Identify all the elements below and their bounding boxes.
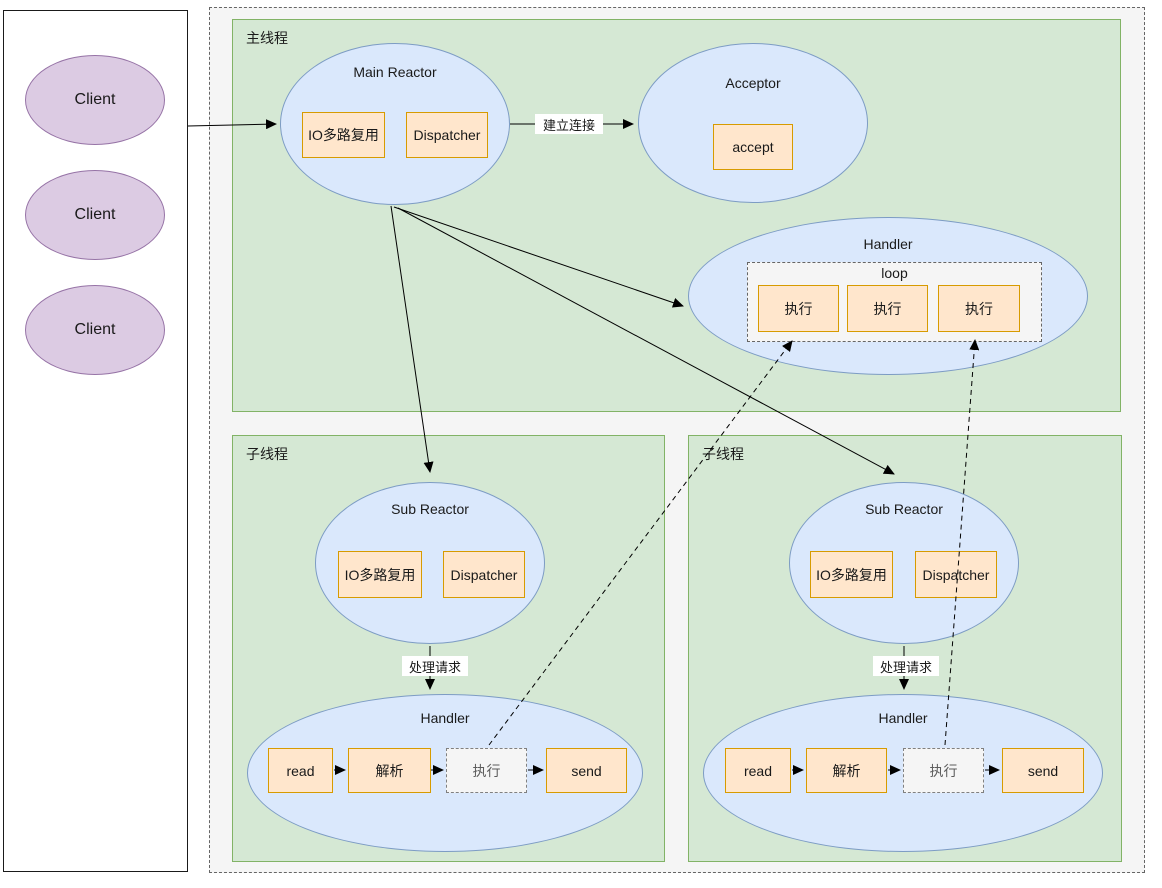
sub-thread-right-label: 子线程 — [702, 446, 744, 462]
sub-handler-right-title: Handler — [878, 710, 928, 726]
main-reactor-io-multiplex-box: IO多路复用 — [302, 112, 385, 158]
sub-reactor-left-title: Sub Reactor — [391, 501, 469, 517]
main-handler-exec-box-3: 执行 — [938, 285, 1020, 332]
sub-handler-right-send-box: send — [1002, 748, 1084, 793]
sub-reactor-left-io-multiplex-box: IO多路复用 — [338, 551, 422, 598]
sub-handler-right-parse-box: 解析 — [806, 748, 887, 793]
sub-reactor-right-dispatcher-box: Dispatcher — [915, 551, 997, 598]
handle-request-left-edge-label: 处理请求 — [402, 656, 468, 676]
main-handler-exec-box-2: 执行 — [847, 285, 928, 332]
client-label: Client — [74, 91, 116, 108]
sub-reactor-right-io-multiplex-box: IO多路复用 — [810, 551, 893, 598]
accept-box: accept — [713, 124, 793, 170]
sub-reactor-left-dispatcher-box: Dispatcher — [443, 551, 525, 598]
main-thread-label: 主线程 — [246, 30, 288, 46]
establish-connection-edge-label: 建立连接 — [535, 114, 603, 134]
loop-label: loop — [881, 265, 908, 281]
handle-request-right-edge-label: 处理请求 — [873, 656, 939, 676]
client-label: Client — [74, 206, 116, 223]
client-panel — [3, 10, 188, 872]
client-label: Client — [74, 321, 116, 338]
sub-handler-right-exec-box: 执行 — [903, 748, 984, 793]
acceptor-node — [638, 43, 868, 203]
sub-handler-left-parse-box: 解析 — [348, 748, 431, 793]
sub-handler-left-send-box: send — [546, 748, 627, 793]
main-handler-title: Handler — [863, 236, 913, 252]
client-node-2: Client — [25, 170, 165, 260]
main-reactor-dispatcher-box: Dispatcher — [406, 112, 488, 158]
sub-reactor-right-title: Sub Reactor — [865, 501, 943, 517]
sub-handler-left-read-box: read — [268, 748, 333, 793]
main-handler-exec-box-1: 执行 — [758, 285, 839, 332]
acceptor-title: Acceptor — [725, 75, 781, 91]
sub-handler-left-title: Handler — [420, 710, 470, 726]
main-reactor-title: Main Reactor — [353, 64, 437, 80]
sub-handler-left-exec-box: 执行 — [446, 748, 527, 793]
client-node-3: Client — [25, 285, 165, 375]
sub-handler-right-read-box: read — [725, 748, 791, 793]
client-node-1: Client — [25, 55, 165, 145]
sub-thread-left-label: 子线程 — [246, 446, 288, 462]
